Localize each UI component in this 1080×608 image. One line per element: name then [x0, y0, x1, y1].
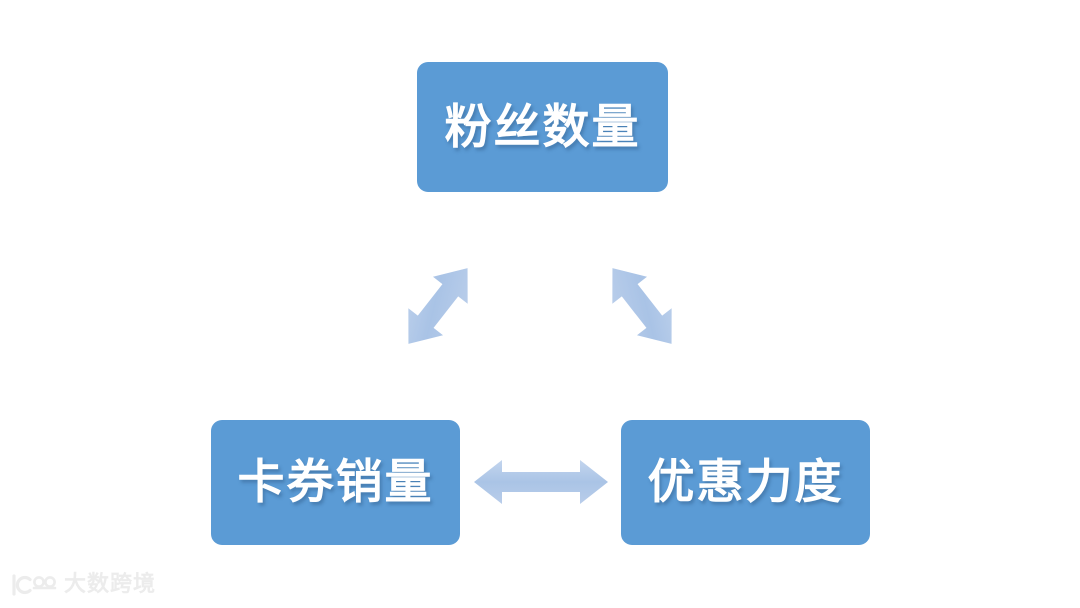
- concept-node-discount-label: 优惠力度: [647, 455, 844, 510]
- connector-coupon-discount: [474, 460, 608, 504]
- connector-fans-discount: [612, 268, 672, 344]
- watermark-text: 大数跨境: [64, 572, 157, 597]
- connector-fans-coupon: [408, 268, 468, 344]
- concept-node-coupon-sales[interactable]: 卡券销量: [211, 420, 460, 545]
- double-headed-arrow-icon: [474, 460, 608, 504]
- double-headed-arrow-icon: [612, 268, 672, 344]
- concept-node-fans-label: 粉丝数量: [444, 99, 641, 155]
- concept-node-coupon-sales-label: 卡券销量: [237, 455, 434, 510]
- concept-node-fans[interactable]: 粉丝数量: [417, 62, 668, 192]
- double-headed-arrow-icon: [408, 268, 468, 344]
- brand-logo-icon: [12, 574, 57, 596]
- watermark: 大数跨境: [10, 568, 156, 602]
- concept-node-discount[interactable]: 优惠力度: [621, 420, 870, 545]
